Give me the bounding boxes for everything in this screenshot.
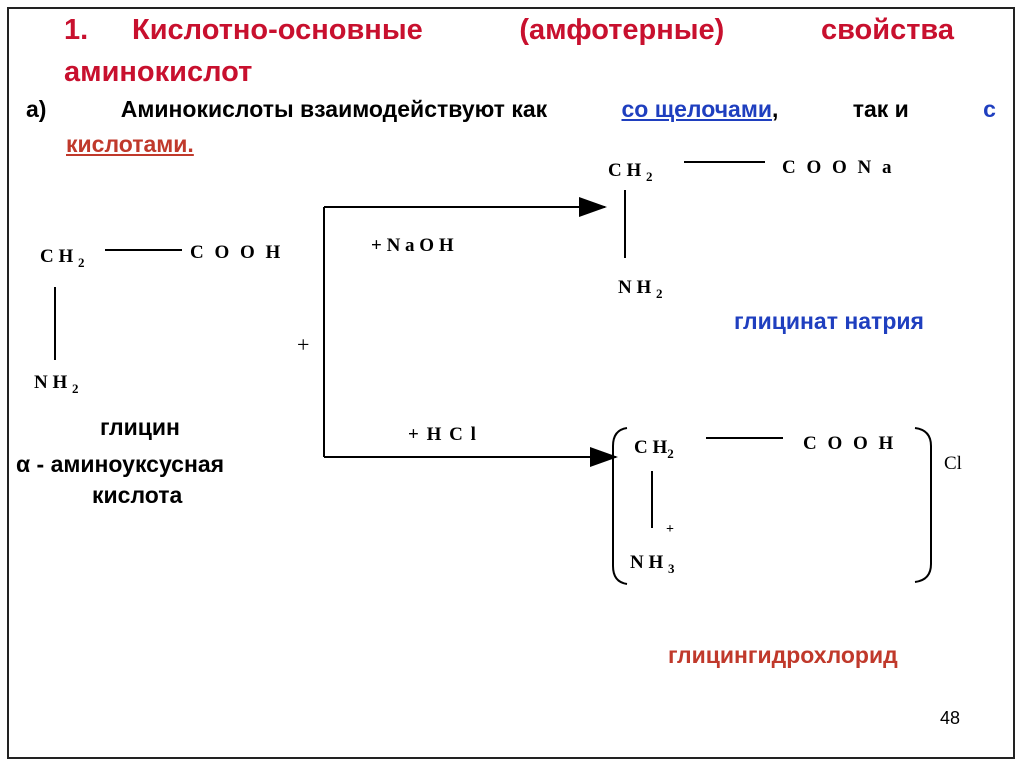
glycine-nh2: N H 2 xyxy=(34,372,79,397)
subtitle-prefix: а) xyxy=(26,96,47,122)
title-line1: Кислотно-основные (амфотерные) свойства xyxy=(132,14,954,46)
subtitle-text: Аминокислоты взаимодействуют как xyxy=(120,96,548,122)
acid-product-nh3: N H 3 xyxy=(630,552,675,577)
subtitle-alkali: со щелочами xyxy=(621,96,772,122)
acid-product-cooh: C O O H xyxy=(803,433,894,454)
glycine-alt-name-line2: кислота xyxy=(92,482,183,508)
base-product-ch2-sub: 2 xyxy=(646,168,653,184)
base-product-nh2-sub: 2 xyxy=(656,285,663,301)
title-line2: аминокислот xyxy=(64,56,253,88)
reagent-hcl: + H C l xyxy=(408,424,476,445)
acid-product-nh3-text: N H xyxy=(630,552,664,573)
subtitle-line1: а) Аминокислоты взаимодействуют как со щ… xyxy=(26,96,996,123)
glycine-ch2: C H 2 xyxy=(40,246,85,271)
subtitle-alkali-group: со щелочами, xyxy=(621,96,778,123)
subtitle-mid: так и xyxy=(852,96,909,122)
base-product-name: глицинат натрия xyxy=(734,308,924,334)
acid-product-cl: Cl xyxy=(944,453,962,474)
subtitle-c: с xyxy=(983,96,996,122)
reagent-naoh: + N a O H xyxy=(371,235,454,256)
left-bracket xyxy=(612,427,628,585)
glycine-nh2-sub: 2 xyxy=(72,380,79,396)
glycine-nh2-text: N H xyxy=(34,372,68,393)
base-product-ch2-text: C H xyxy=(608,160,642,181)
acid-product-nh3-sub: 3 xyxy=(668,560,675,576)
glycine-alt-name: α - аминоуксусная xyxy=(16,451,224,478)
glycine-name: глицин xyxy=(100,414,180,440)
acid-product-ch2: C H2 xyxy=(634,437,674,462)
title-number: 1. xyxy=(64,14,89,46)
slide-frame xyxy=(7,7,1015,759)
plus-sign: + xyxy=(297,332,310,357)
subtitle-comma: , xyxy=(772,96,779,122)
glycine-alt-name-text: - аминоуксусная xyxy=(36,451,225,477)
alpha-symbol: α xyxy=(16,451,31,477)
glycine-ch2-text: C H xyxy=(40,246,74,267)
glycine-ch2-sub: 2 xyxy=(78,254,85,270)
base-product-nh2: N H 2 xyxy=(618,277,663,302)
acid-product-name: глицингидрохлорид xyxy=(668,642,898,668)
right-bracket xyxy=(914,427,932,583)
base-product-ch2: C H 2 xyxy=(608,160,653,185)
page-number: 48 xyxy=(940,708,961,728)
base-product-nh2-text: N H xyxy=(618,277,652,298)
acid-product-charge: + xyxy=(666,522,674,537)
glycine-cooh: C O O H xyxy=(190,242,281,263)
acid-product-ch2-sub: 2 xyxy=(667,445,674,461)
acid-product-ch2-text: C H xyxy=(634,437,668,458)
subtitle-acids: кислотами. xyxy=(66,131,194,157)
base-product-coona: C O O N a xyxy=(782,157,892,178)
